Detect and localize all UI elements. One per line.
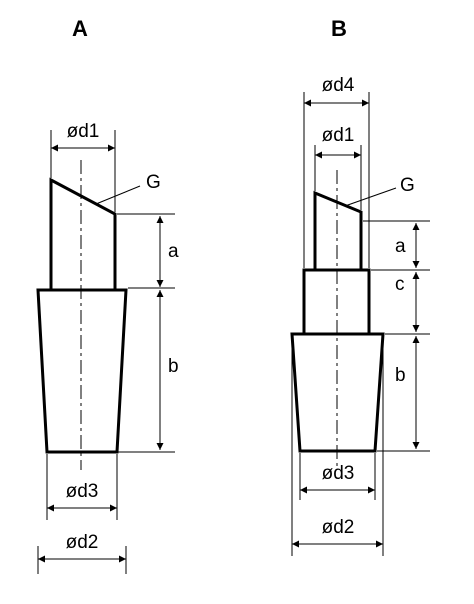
figure-a-g-label: G xyxy=(146,172,161,193)
figure-b-b-label: b xyxy=(395,365,406,386)
figure-a-shaft xyxy=(49,177,117,292)
figure-a-d2-label: ød2 xyxy=(66,532,99,553)
figure-a-g-leader xyxy=(95,185,141,205)
figure-b-g-label: G xyxy=(400,175,415,196)
figure-a-body xyxy=(36,288,128,454)
figure-a: A ød1 G a b ød3 ød2 xyxy=(36,16,179,574)
figure-b-title: B xyxy=(331,16,347,41)
figure-b-a-label: a xyxy=(395,236,406,257)
figure-b-d1-label: ød1 xyxy=(322,125,355,146)
figure-b-d3-label: ød3 xyxy=(322,463,355,484)
figure-b-d4-label: ød4 xyxy=(322,75,355,96)
figure-a-a-label: a xyxy=(168,241,179,262)
figure-a-d3-label: ød3 xyxy=(66,481,99,502)
figure-b-d2-label: ød2 xyxy=(322,517,355,538)
figure-b-g-leader xyxy=(344,187,397,207)
figure-b-c-label: c xyxy=(395,274,405,295)
figure-a-d1-label: ød1 xyxy=(67,121,100,142)
figure-a-title: A xyxy=(72,16,88,41)
figure-b-body xyxy=(290,332,385,453)
figure-b: B ød4 ød1 G a c b xyxy=(290,16,430,556)
figure-a-b-label: b xyxy=(168,356,179,377)
figure-b-pin xyxy=(313,190,363,272)
